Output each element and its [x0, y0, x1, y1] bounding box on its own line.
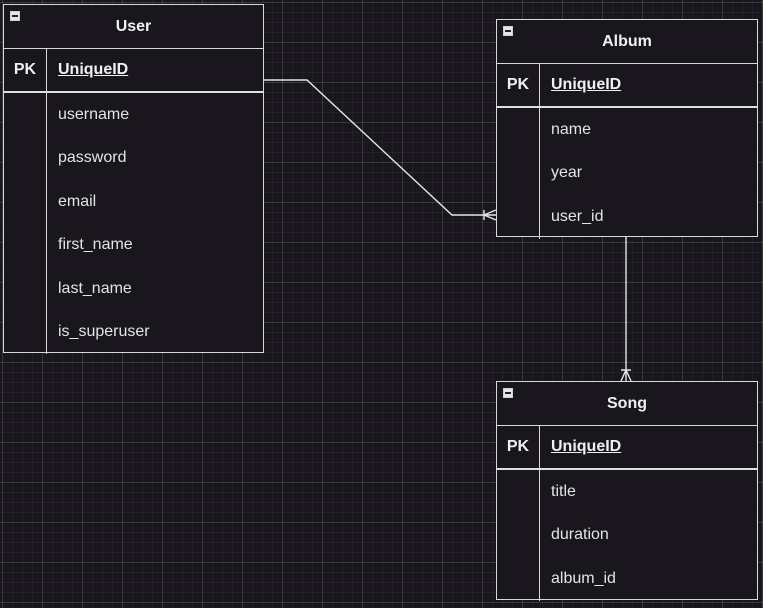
attribute-list: title duration album_id	[497, 470, 757, 601]
attribute-row[interactable]: last_name	[58, 279, 132, 297]
attribute-row[interactable]: password	[58, 149, 127, 167]
entity-album[interactable]: Album PK UniqueID name year user_id	[496, 19, 758, 239]
attribute-row[interactable]: first_name	[58, 236, 133, 254]
pk-label: PK	[4, 49, 47, 91]
crowfoot-marker-album	[483, 209, 497, 221]
primary-key-row[interactable]: PK UniqueID	[497, 64, 757, 108]
entity-title: User	[115, 17, 152, 35]
pk-field: UniqueID	[551, 438, 622, 455]
attribute-list: username password email first_name last_…	[4, 93, 263, 354]
attribute-row[interactable]: title	[551, 482, 576, 500]
entity-album-header[interactable]: Album	[497, 20, 757, 64]
attribute-list: name year user_id	[497, 108, 757, 239]
attribute-row[interactable]: album_id	[551, 569, 616, 587]
pk-field: UniqueID	[551, 76, 622, 93]
pk-field: UniqueID	[58, 61, 129, 78]
entity-song-header[interactable]: Song	[497, 382, 757, 426]
attribute-row[interactable]: email	[58, 192, 97, 210]
attribute-row[interactable]: user_id	[551, 207, 604, 225]
attribute-row[interactable]: username	[58, 105, 130, 123]
attribute-row[interactable]: is_superuser	[58, 323, 150, 341]
entity-title: Album	[602, 32, 652, 50]
collapse-icon[interactable]	[10, 11, 20, 21]
collapse-icon[interactable]	[503, 26, 513, 36]
attribute-row[interactable]: name	[551, 120, 592, 138]
relationship-user-album[interactable]	[264, 79, 496, 216]
crowfoot-marker-song	[620, 369, 632, 382]
entity-user[interactable]: User PK UniqueID username password email…	[3, 4, 264, 354]
collapse-icon[interactable]	[503, 388, 513, 398]
pk-label: PK	[497, 426, 540, 468]
entity-song[interactable]: Song PK UniqueID title duration album_id	[496, 381, 758, 601]
primary-key-row[interactable]: PK UniqueID	[4, 49, 263, 93]
primary-key-row[interactable]: PK UniqueID	[497, 426, 757, 470]
pk-label: PK	[497, 64, 540, 106]
entity-user-header[interactable]: User	[4, 5, 263, 49]
attribute-row[interactable]: duration	[551, 526, 609, 544]
attribute-row[interactable]: year	[551, 164, 583, 182]
entity-title: Song	[607, 394, 647, 412]
